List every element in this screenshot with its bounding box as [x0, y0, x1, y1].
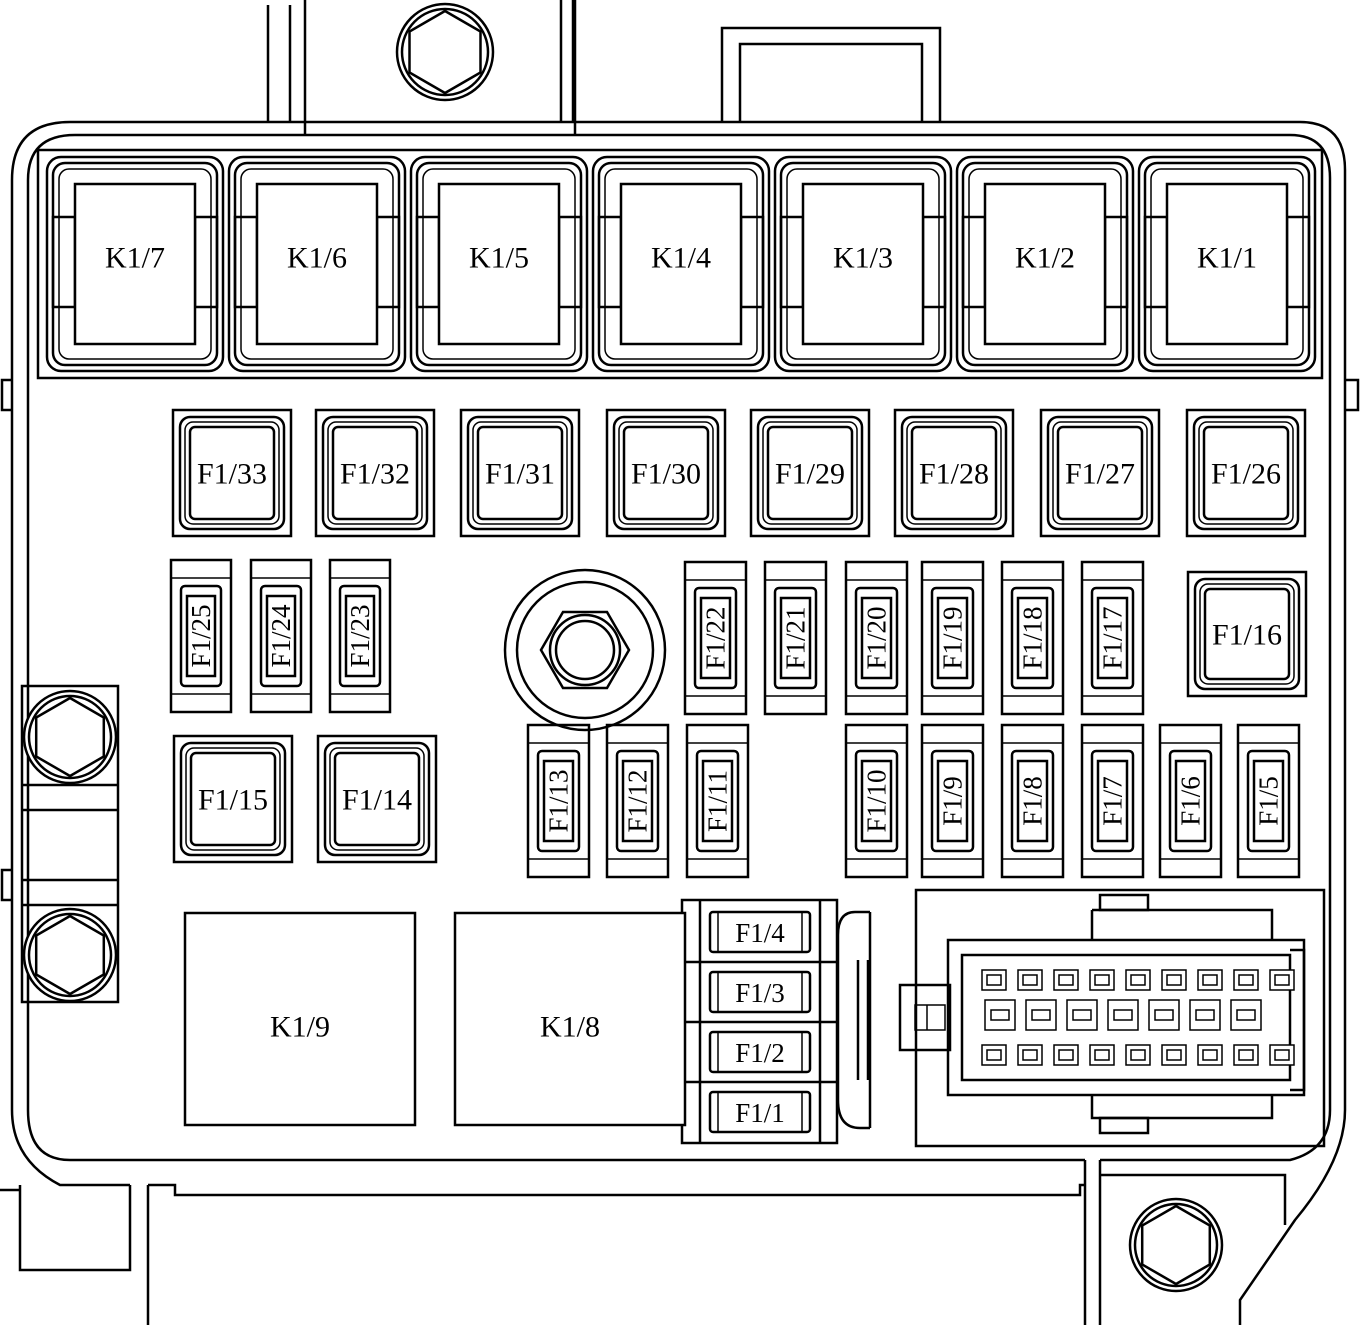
fuse-f1-11[interactable]: F1/11: [685, 723, 750, 879]
relay-k1-8[interactable]: K1/8: [453, 911, 687, 1127]
fuse-f1-21[interactable]: F1/21: [763, 560, 828, 716]
fuse-f1-9[interactable]: F1/9: [920, 723, 985, 879]
fuse-label: F1/1: [735, 1098, 785, 1128]
fuse-label: F1/19: [938, 606, 968, 669]
relay-k1-3[interactable]: K1/3: [773, 155, 953, 373]
fuse-label: F1/6: [1176, 776, 1206, 826]
relay-label: K1/1: [1197, 242, 1257, 275]
central-stud: [503, 568, 667, 732]
relay-label: K1/3: [833, 242, 893, 275]
relay-k1-9[interactable]: K1/9: [183, 911, 417, 1127]
fuse-f1-24[interactable]: F1/24: [249, 558, 313, 714]
fuse-f1-22[interactable]: F1/22: [683, 560, 748, 716]
fuse-f1-8[interactable]: F1/8: [1000, 723, 1065, 879]
fuse-f1-25[interactable]: F1/25: [169, 558, 233, 714]
fuse-f1-3[interactable]: F1/3: [708, 970, 812, 1014]
fuse-label: F1/9: [938, 776, 968, 826]
connector-pins: [981, 969, 1295, 1066]
fuse-f1-14[interactable]: F1/14: [316, 734, 438, 864]
fuse-f1-26[interactable]: F1/26: [1185, 408, 1307, 538]
left-lower-bolt: [22, 907, 118, 1003]
relay-label: K1/8: [540, 1011, 600, 1044]
relay-k1-2[interactable]: K1/2: [955, 155, 1135, 373]
fuse-label: F1/17: [1098, 606, 1128, 669]
bolts: [22, 2, 1224, 1293]
fuse-f1-23[interactable]: F1/23: [328, 558, 392, 714]
left-bracket: [20, 684, 120, 1004]
fuse-label: F1/30: [631, 458, 701, 491]
fuse-f1-13[interactable]: F1/13: [526, 723, 591, 879]
relay-k1-5[interactable]: K1/5: [409, 155, 589, 373]
fuse-f1-33[interactable]: F1/33: [171, 408, 293, 538]
fuse-f1-19[interactable]: F1/19: [920, 560, 985, 716]
fuse-f1-1[interactable]: F1/1: [708, 1090, 812, 1134]
fuse-label: F1/26: [1211, 458, 1281, 491]
fuse-f1-4[interactable]: F1/4: [708, 910, 812, 954]
fuse-label: F1/32: [340, 458, 410, 491]
fuse-f1-32[interactable]: F1/32: [314, 408, 436, 538]
fuse-label: F1/12: [623, 769, 653, 832]
fuse-label: F1/27: [1065, 458, 1135, 491]
fuse-label: F1/13: [544, 769, 574, 832]
fuse-label: F1/28: [919, 458, 989, 491]
fuse-label: F1/31: [485, 458, 555, 491]
fuse-label: F1/23: [345, 604, 375, 667]
fuse-f1-6[interactable]: F1/6: [1158, 723, 1223, 879]
relay-k1-7[interactable]: K1/7: [45, 155, 225, 373]
fuse-f1-28[interactable]: F1/28: [893, 408, 1015, 538]
left-upper-bolt: [22, 689, 118, 785]
relay-label: K1/2: [1015, 242, 1075, 275]
fuse-label: F1/22: [701, 606, 731, 669]
fuse-f1-10[interactable]: F1/10: [844, 723, 909, 879]
fuse-f1-18[interactable]: F1/18: [1000, 560, 1065, 716]
fuse-f1-31[interactable]: F1/31: [459, 408, 581, 538]
fuse-label: F1/16: [1212, 619, 1282, 652]
fuse-f1-20[interactable]: F1/20: [844, 560, 909, 716]
fuse-label: F1/29: [775, 458, 845, 491]
fuse-f1-5[interactable]: F1/5: [1236, 723, 1301, 879]
relay-k1-1[interactable]: K1/1: [1137, 155, 1317, 373]
fuse-label: F1/18: [1018, 606, 1048, 669]
fuse-label: F1/2: [735, 1038, 785, 1068]
fuse-label: F1/20: [862, 606, 892, 669]
fuse-label: F1/14: [342, 784, 412, 817]
relay-label: K1/5: [469, 242, 529, 275]
fuse-f1-16[interactable]: F1/16: [1186, 570, 1308, 698]
fuse-f1-27[interactable]: F1/27: [1039, 408, 1161, 538]
fuse-label: F1/24: [266, 604, 296, 668]
relay-label: K1/6: [287, 242, 347, 275]
fuse-label: F1/3: [735, 978, 785, 1008]
fuse-f1-17[interactable]: F1/17: [1080, 560, 1145, 716]
fuse-label: F1/5: [1254, 776, 1284, 826]
fuse-label: F1/11: [703, 770, 733, 832]
fuse-f1-7[interactable]: F1/7: [1080, 723, 1145, 879]
fuse-label: F1/15: [198, 784, 268, 817]
fuse-label: F1/8: [1018, 776, 1048, 826]
fuse-label: F1/7: [1098, 776, 1128, 826]
fuse-f1-2[interactable]: F1/2: [708, 1030, 812, 1074]
relay-label: K1/9: [270, 1011, 330, 1044]
relay-label: K1/7: [105, 242, 165, 275]
fuse-f1-12[interactable]: F1/12: [605, 723, 670, 879]
fuse-f1-30[interactable]: F1/30: [605, 408, 727, 538]
connector-block: [836, 888, 1326, 1148]
relay-label: K1/4: [651, 242, 711, 275]
fuse-f1-15[interactable]: F1/15: [172, 734, 294, 864]
fuse-label: F1/33: [197, 458, 267, 491]
fuse-label: F1/21: [781, 606, 811, 669]
top-bolt: [395, 2, 495, 102]
fuse-label: F1/4: [735, 918, 785, 948]
fuse-f1-29[interactable]: F1/29: [749, 408, 871, 538]
relay-k1-4[interactable]: K1/4: [591, 155, 771, 373]
relay-k1-6[interactable]: K1/6: [227, 155, 407, 373]
fuse-label: F1/10: [862, 769, 892, 832]
fuse-label: F1/25: [186, 604, 216, 667]
bottom-right-bolt: [1128, 1197, 1224, 1293]
